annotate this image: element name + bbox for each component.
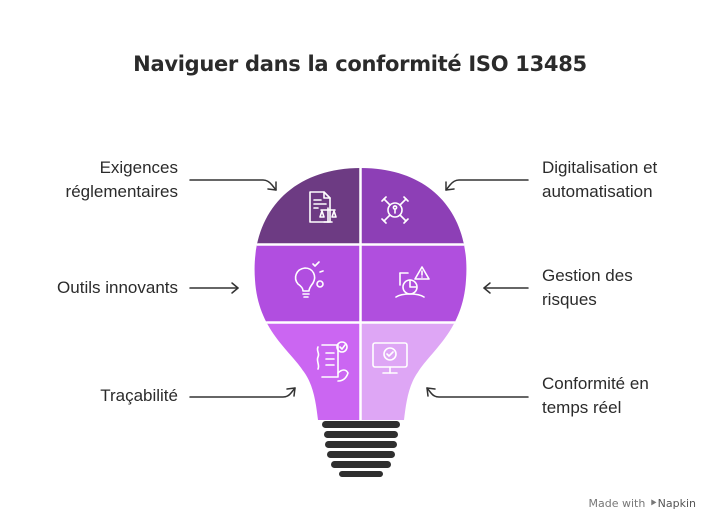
- arrow-conformite: [426, 387, 529, 398]
- arrow-risques: [483, 282, 529, 294]
- quadrant-risques[interactable]: [360, 244, 481, 323]
- bulb-base: [322, 421, 400, 477]
- monitor-check-icon: [372, 342, 408, 374]
- arrow-tracabilite: [189, 387, 296, 398]
- label-outils: Outils innovants: [57, 278, 178, 297]
- quadrant-tracabilite[interactable]: [240, 322, 361, 423]
- napkin-logo-icon: ⯈: [648, 497, 658, 510]
- label-conformite: Conformité en temps réel: [542, 374, 649, 417]
- checklist-hand-icon: [316, 341, 349, 382]
- risk-warning-icon: [395, 266, 430, 298]
- label-risques: Gestion des risques: [542, 266, 633, 309]
- page-title: Naviguer dans la conformité ISO 13485: [133, 52, 587, 76]
- network-hub-icon: [381, 196, 409, 224]
- label-digitalisation: Digitalisation et automatisation: [542, 158, 658, 201]
- quadrant-conformite[interactable]: [360, 322, 481, 423]
- quadrant-digitalisation[interactable]: [360, 160, 481, 245]
- lightbulb-icon: [294, 261, 324, 298]
- arrow-outils: [189, 282, 239, 294]
- label-tracabilite: Traçabilité: [100, 386, 178, 405]
- footer-credit: Made with ⯈Napkin: [588, 497, 697, 510]
- arrow-exigences: [189, 179, 277, 191]
- quadrant-exigences[interactable]: [240, 160, 361, 245]
- quadrant-outils[interactable]: [240, 244, 361, 323]
- bulb-quadrants: [240, 160, 481, 423]
- document-scale-icon: [309, 191, 337, 223]
- arrow-digitalisation: [445, 179, 529, 191]
- label-exigences: Exigences réglementaires: [65, 158, 178, 201]
